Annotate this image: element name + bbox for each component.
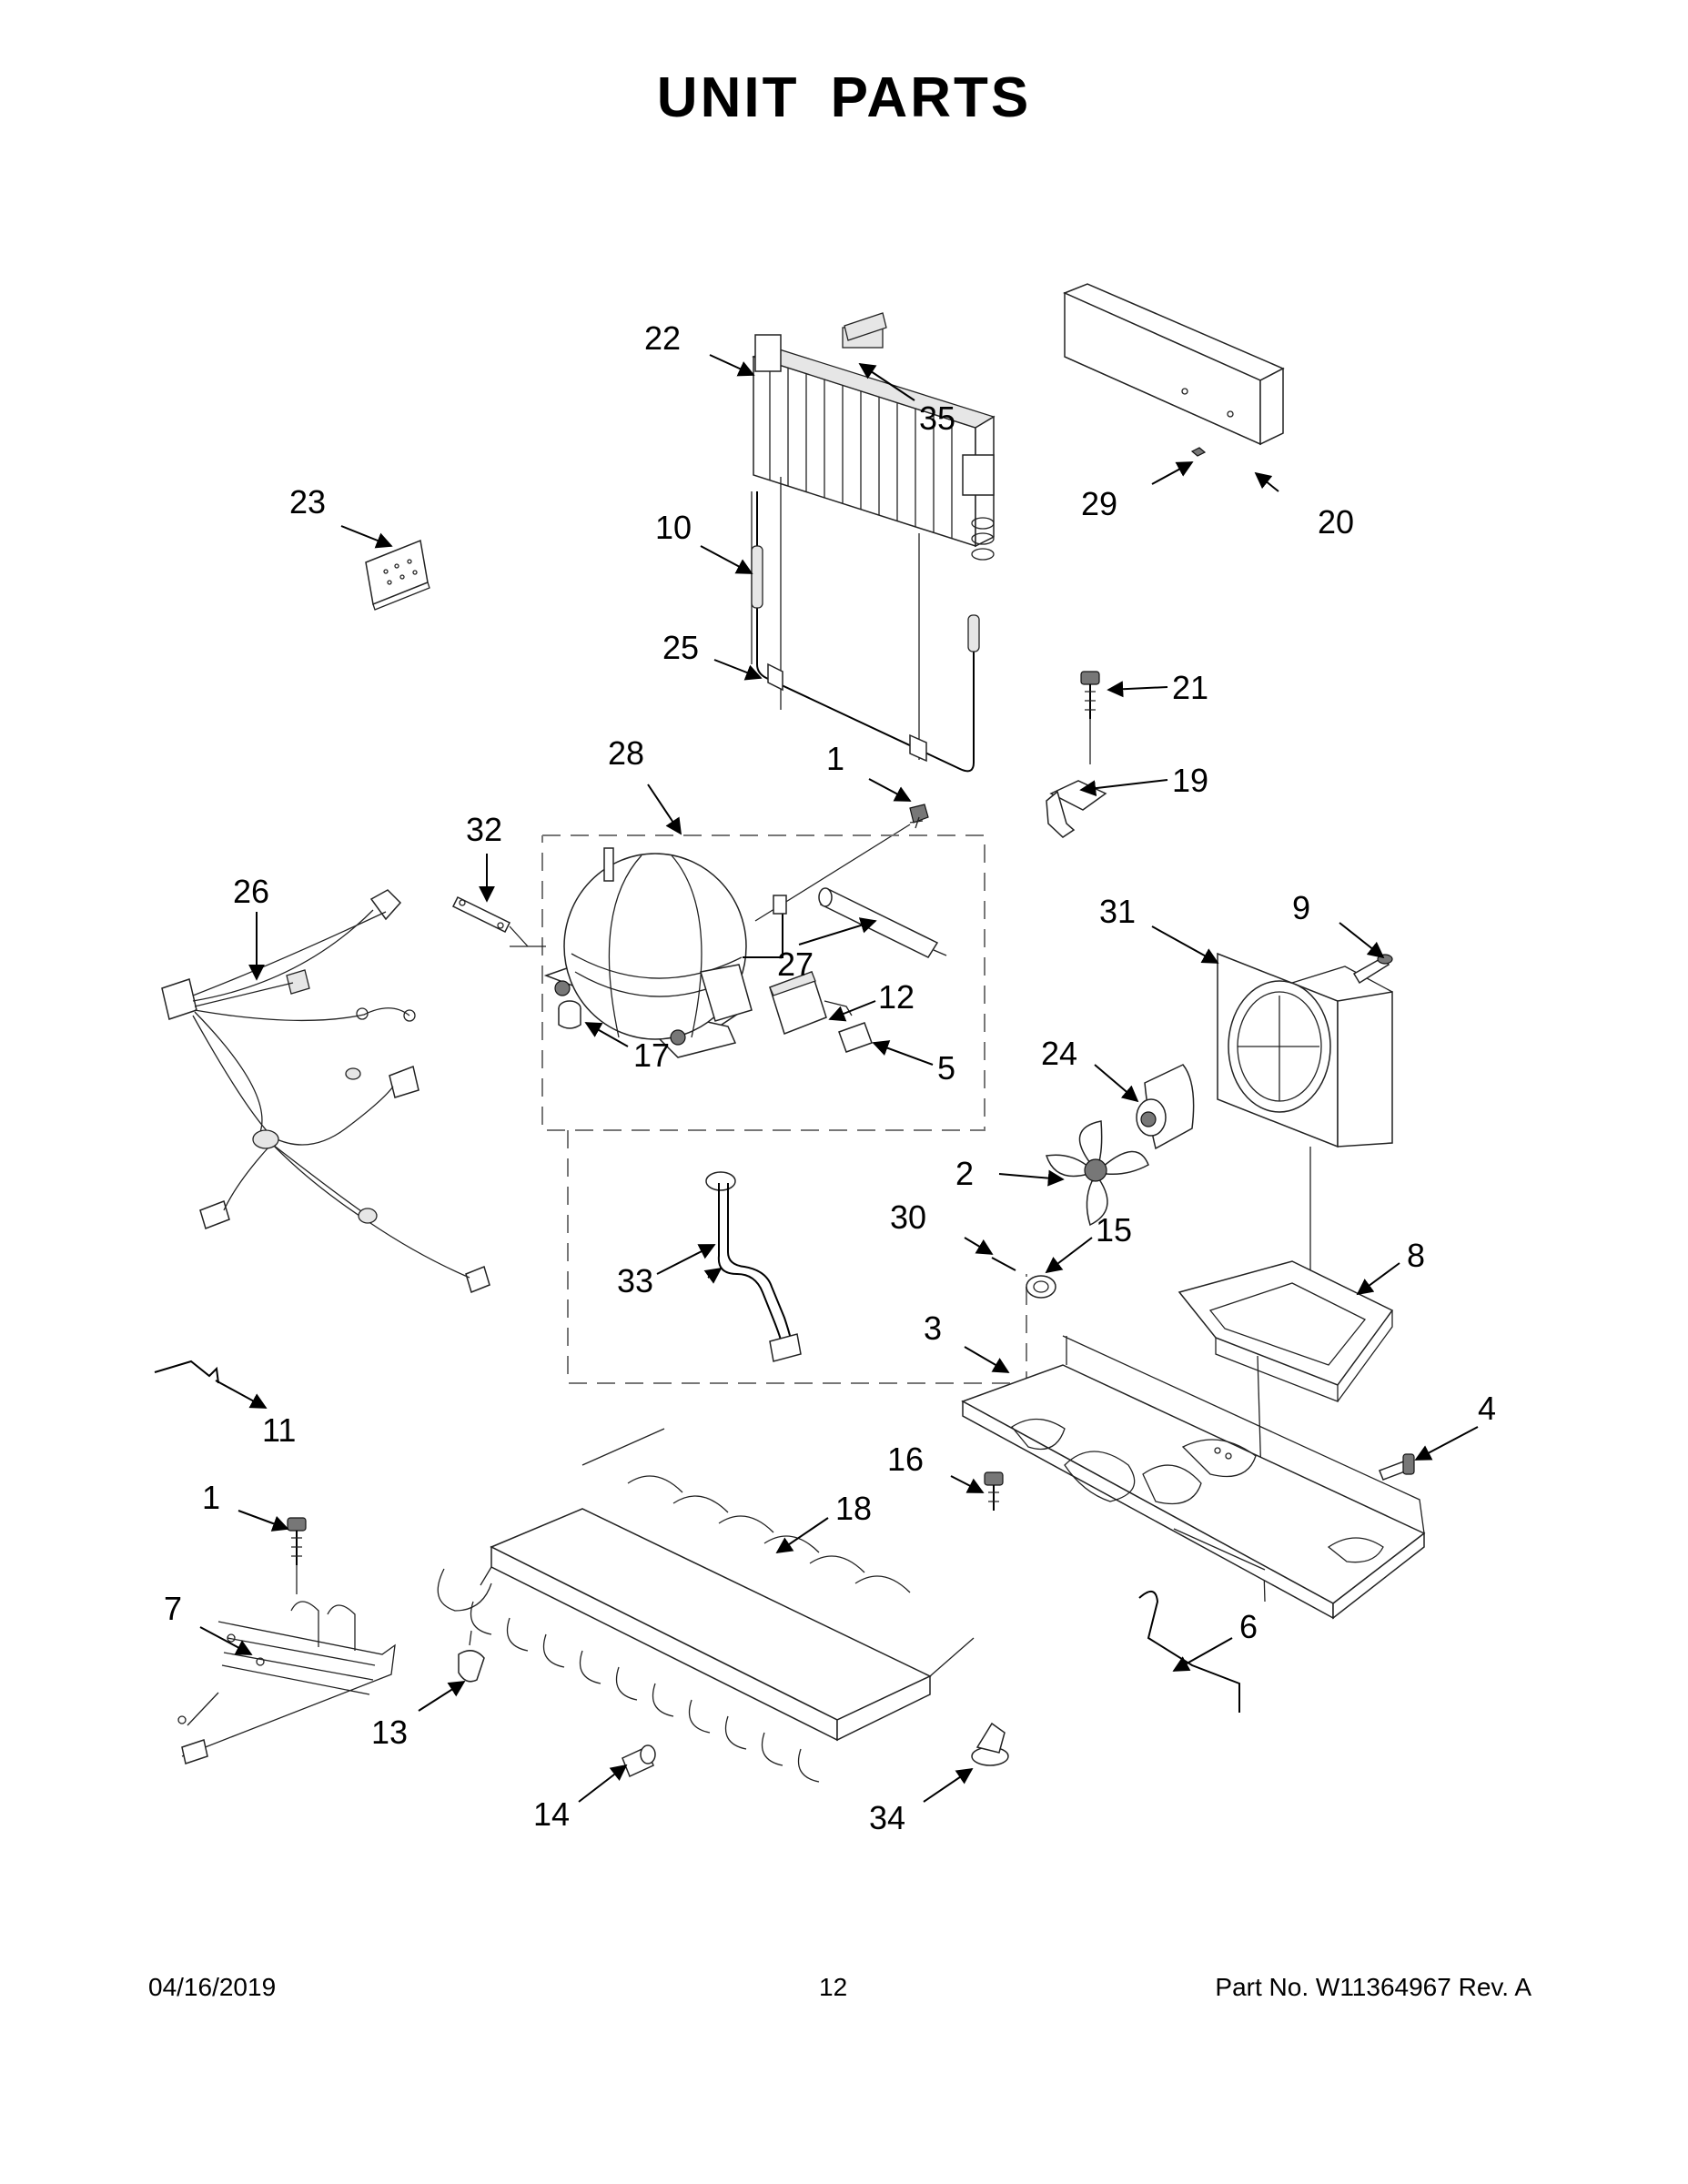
fan-motor-part-24 (1136, 1064, 1195, 1150)
callout-9: 9 (1292, 889, 1310, 926)
callout-35: 35 (919, 399, 955, 437)
strap-part-32 (451, 895, 529, 947)
callout-6: 6 (1239, 1608, 1258, 1645)
page-title: UNIT PARTS (656, 66, 1032, 129)
callout-27: 27 (777, 945, 814, 983)
callout-28: 28 (608, 734, 644, 772)
footer-page-number: 12 (819, 1973, 848, 2001)
callout-30: 30 (890, 1198, 926, 1236)
screw-part-16 (984, 1471, 1004, 1511)
callout-29: 29 (1081, 485, 1117, 522)
thermostat-part-34 (971, 1722, 1009, 1766)
callout-3: 3 (924, 1309, 942, 1347)
callout-7: 7 (164, 1590, 182, 1627)
condenser-shroud-part-20 (1063, 283, 1285, 446)
callout-11: 11 (262, 1411, 296, 1449)
callout-8: 8 (1407, 1237, 1425, 1274)
callout-17: 17 (633, 1036, 670, 1074)
screw-part-21 (1080, 671, 1100, 764)
callout-31: 31 (1099, 893, 1136, 930)
footer-part-number: Part No. W11364967 Rev. A (1215, 1973, 1531, 2001)
callout-10: 10 (655, 509, 692, 546)
wire-harness-part-26 (161, 889, 490, 1294)
callout-21: 21 (1172, 669, 1208, 706)
start-relay-part-12 (769, 971, 853, 1035)
filter-drier-part-27 (818, 887, 947, 958)
control-board-part-23 (365, 539, 430, 611)
callout-25: 25 (662, 629, 699, 666)
callout-16: 16 (887, 1441, 924, 1478)
callout-20: 20 (1318, 503, 1354, 541)
wire-part-6 (1138, 1591, 1240, 1713)
callout-2: 2 (955, 1155, 974, 1192)
drain-tube-part-33 (705, 1171, 802, 1362)
pin-part-30 (991, 1257, 1016, 1271)
callout-14: 14 (533, 1795, 570, 1833)
base-plate-part-3 (961, 1335, 1426, 1620)
callout-24: 24 (1041, 1035, 1077, 1072)
grommet-part-15 (1026, 1275, 1056, 1299)
grommet-part-17 (558, 1000, 581, 1029)
screw-part-9 (1352, 954, 1393, 985)
drain-assembly-outline (567, 1130, 1027, 1384)
callout-15: 15 (1096, 1211, 1132, 1249)
callout-18: 18 (835, 1490, 872, 1527)
callout-32: 32 (466, 811, 502, 848)
callout-5: 5 (937, 1049, 955, 1087)
connector-part-5 (838, 1022, 873, 1053)
callout-1-upper: 1 (826, 740, 844, 777)
callout-labels: 1 1 2 3 4 5 6 7 8 9 10 11 12 13 14 15 16… (164, 319, 1496, 1836)
clip-part-11 (154, 1360, 219, 1384)
heater-harness-part-7 (177, 1601, 396, 1764)
fan-shroud-part-31 (1217, 952, 1393, 1320)
compressor-assembly-outline (541, 834, 986, 1131)
callout-33: 33 (617, 1262, 653, 1299)
footer-date: 04/16/2019 (148, 1973, 277, 2001)
callout-22: 22 (644, 319, 681, 357)
callout-4: 4 (1478, 1390, 1496, 1427)
callout-23: 23 (289, 483, 326, 521)
leader-arrows (199, 354, 1479, 1803)
condenser-part-22 (752, 327, 996, 760)
bracket-part-19 (1046, 780, 1107, 838)
callout-12: 12 (878, 978, 915, 1016)
fan-blade-part-2 (1046, 1120, 1149, 1227)
callout-34: 34 (869, 1799, 905, 1836)
bolt-part-1-lower (287, 1517, 307, 1594)
compressor-part-28 (510, 847, 787, 1058)
screw-part-29 (1190, 447, 1207, 457)
evaporator-part-18 (437, 1428, 975, 1783)
callout-26: 26 (233, 873, 269, 910)
sleeve-part-14 (622, 1744, 656, 1778)
callout-19: 19 (1172, 762, 1208, 799)
callout-1-lower: 1 (202, 1479, 220, 1516)
clip-part-13 (458, 1630, 485, 1683)
insulation-part-35 (844, 312, 887, 341)
callout-13: 13 (371, 1714, 408, 1751)
screw-part-4 (1379, 1453, 1415, 1481)
